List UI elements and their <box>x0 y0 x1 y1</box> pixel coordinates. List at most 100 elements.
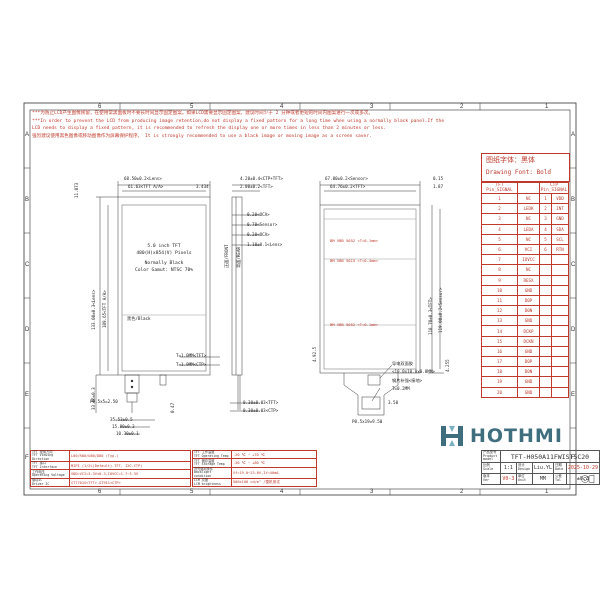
tft-pin-cell: 9 <box>481 274 518 286</box>
tft-pin-cell: 5 <box>481 233 518 245</box>
front-dim: 109.65<TFT A/A> <box>102 290 107 328</box>
font-box-cn: 图纸字体：黑体 <box>486 156 535 164</box>
front-dim: 68.50±0.2<Lens> <box>124 176 162 181</box>
ctp-pin-cell <box>539 264 552 276</box>
spec-label: 背光驱动条件 Backlight condition <box>192 466 232 479</box>
tft-pin-cell: GND <box>517 345 540 358</box>
frame-row-label: C <box>25 262 30 268</box>
spec-table-right: TFT 工作温度 TFT Operating Temp-20 ℃ ~ +70 ℃… <box>192 449 317 488</box>
spec-value: MIPI (1/2L(Default)-TFT, I2C-CTP) <box>69 461 191 471</box>
spec-label: LCM 亮度 LCM brightness <box>192 477 232 488</box>
frame-col-label: 2 <box>460 489 464 495</box>
tft-pin-cell: D0P <box>517 355 540 368</box>
front-dim: 10.30±0.1 <box>116 431 139 436</box>
scale-value: 1:1 <box>499 462 517 475</box>
brand-name: HOTHMI <box>470 425 563 447</box>
front-dim: 15.80±0.3 <box>112 424 135 429</box>
designer: Liu.YL <box>531 462 554 475</box>
frame-row-label: A <box>25 132 30 138</box>
spec-value: L80/R80/U80/D80 (Typ.) <box>69 449 191 463</box>
ctp-pin-cell: SDA <box>551 223 569 235</box>
steel-thickness: T=0.2MM <box>392 386 410 391</box>
tft-pin-cell: GND <box>517 284 540 296</box>
tft-pin-cell: NC <box>517 213 540 225</box>
back-bm-label: BM VBB 5015 <T=0.4mm> <box>330 258 379 263</box>
side-view-drawing <box>230 184 260 412</box>
frame-col-label: 4 <box>280 489 284 495</box>
tb-label: 比例 Scale <box>481 462 501 475</box>
ctp-pin-cell: RTN <box>551 243 569 256</box>
back-dim: 64.76±0.2<TFT> <box>330 184 366 189</box>
frame-row-label: D <box>571 327 576 333</box>
back-view-drawing <box>319 181 444 416</box>
back-dim: 3.50 <box>388 400 399 405</box>
tft-pin-cell: 10 <box>481 284 518 296</box>
ctp-pin-cell: 6 <box>539 243 552 256</box>
front-dim: 133.00±0.3<Lens> <box>91 289 96 330</box>
tft-pin-cell: 13 <box>481 315 518 327</box>
ctp-pin-cell <box>539 376 552 388</box>
panel-spec-line: 5.0 inch TFT <box>147 244 181 249</box>
panel-spec-line: 480(H)x854(V) Pixels <box>136 250 192 256</box>
side-front-label: 正面/FRONT <box>224 244 229 268</box>
spec-value: VDD=VCI=3.3V±0.3,IOVCC=1.7~3.3V <box>69 469 191 479</box>
tft-pin-cell: 17 <box>481 355 518 368</box>
tft-pin-cell: DCKP <box>517 325 540 337</box>
tft-pin-cell: D0N <box>517 305 540 317</box>
ctp-pin-cell <box>551 294 569 307</box>
version-value: V0-3 <box>499 473 517 486</box>
spec-row: TFT 储存温度 TFT Storage Temp-30 ℃ ~ +80 ℃ <box>192 458 317 468</box>
ctp-pin-cell <box>551 355 569 368</box>
date-value: 2025-10-29 <box>565 462 600 475</box>
tft-pin-cell: NC <box>517 233 540 245</box>
tft-pin-cell: DCKN <box>517 335 540 347</box>
ctp-pin-cell <box>551 325 569 337</box>
frame-col-label: 5 <box>190 104 194 110</box>
tft-pin-cell: 7 <box>481 254 518 266</box>
tft-pin-cell: GND <box>517 386 540 398</box>
front-view-drawing <box>95 181 220 435</box>
ctp-pin-cell <box>551 376 569 388</box>
back-dim: 4.92.5 <box>312 346 317 362</box>
panel-spec-line: Color Gamut: NTSC 70% <box>134 267 194 273</box>
tft-pin-cell: 18 <box>481 366 518 378</box>
ctp-pin-cell <box>539 254 552 266</box>
front-dim: 0.47 <box>170 402 175 413</box>
ctp-pin-cell <box>551 305 569 317</box>
tft-pin-cell: GND <box>517 376 540 388</box>
tb-label: 单位 Unit <box>515 473 533 486</box>
tft-pin-cell: 16 <box>481 345 518 358</box>
ctp-pin-cell <box>551 345 569 358</box>
tft-pin-cell: 14 <box>481 325 518 337</box>
back-dim: 4.255 <box>445 359 450 372</box>
ctp-pin-cell <box>539 294 552 307</box>
spec-value: ST7701S<TFT>,GT911<CTP> <box>69 477 191 488</box>
ctp-pin-cell <box>539 315 552 327</box>
spec-row: TFT 工作温度 TFT Operating Temp-20 ℃ ~ +70 ℃ <box>192 449 317 460</box>
tb-label: 版本 Ver <box>481 473 501 486</box>
ctp-pin-cell: GND <box>551 213 569 225</box>
ctp-pin-cell: INT <box>551 203 569 215</box>
frame-col-label: 4 <box>280 104 284 110</box>
black-label: 黑色/Black <box>127 316 151 321</box>
tft-pin-cell: 8 <box>481 264 518 276</box>
brand-logo: HOTHMI <box>440 423 570 449</box>
back-bm-label: BM VBB 5052 <T=0.1mm> <box>330 238 379 243</box>
